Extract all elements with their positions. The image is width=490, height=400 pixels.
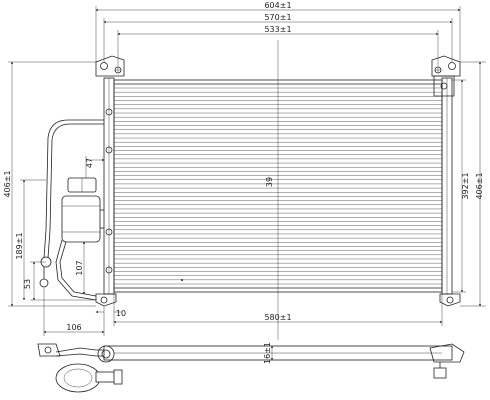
offset-47-label: 47	[85, 158, 94, 168]
left-header-tank	[103, 77, 115, 295]
offset-10-label: 10	[116, 309, 126, 318]
bracket-mid-right	[433, 75, 455, 97]
core-height-label: 392±1	[461, 172, 470, 199]
lower-pipe	[55, 239, 97, 301]
left-tank-fittings	[105, 108, 113, 274]
core-mark	[181, 279, 183, 281]
dimension-overall-width: 604±1	[95, 1, 461, 62]
dimension-overall-height-left: 406±1	[3, 61, 96, 307]
offset-106-label: 106	[66, 323, 81, 332]
offset-107-label: 107	[75, 260, 84, 275]
dimension-106: 106	[43, 288, 105, 336]
bracket-span-label: 570±1	[264, 13, 291, 22]
overall-width-label: 604±1	[264, 1, 291, 10]
refrigerant-pipe	[39, 119, 104, 288]
dimension-pipe-height: 189±1	[15, 179, 46, 301]
dimension-47: 47	[85, 156, 105, 178]
dimension-core-span: 533±1	[117, 25, 439, 66]
side-thickness-label: 16±1	[263, 342, 272, 364]
overall-height-left-label: 406±1	[3, 170, 12, 197]
bracket-top-right	[431, 55, 461, 77]
dimension-core-height: 392±1	[452, 79, 470, 293]
pipe-height-label: 189±1	[15, 232, 24, 259]
port-height-label: 53	[23, 279, 32, 289]
dimension-side-thickness: 16±1	[263, 342, 274, 364]
dimension-fin-count: 39	[265, 40, 279, 340]
fin-count-label: 39	[265, 177, 274, 187]
dimension-10: 10	[95, 309, 126, 318]
dimension-107: 107	[75, 241, 86, 295]
core-span-label: 533±1	[264, 25, 291, 34]
overall-height-right-label: 406±1	[475, 172, 484, 199]
receiver-drier	[61, 177, 104, 243]
dimension-port-height: 53	[23, 261, 96, 301]
bracket-top-left	[95, 55, 125, 77]
top-view	[37, 343, 465, 393]
dimension-bracket-span: 570±1	[103, 13, 453, 62]
bracket-bottom-right	[439, 293, 461, 307]
dimension-overall-height-right: 406±1	[460, 61, 486, 307]
right-header-tank	[441, 77, 453, 295]
bracket-bottom-left	[95, 293, 117, 307]
